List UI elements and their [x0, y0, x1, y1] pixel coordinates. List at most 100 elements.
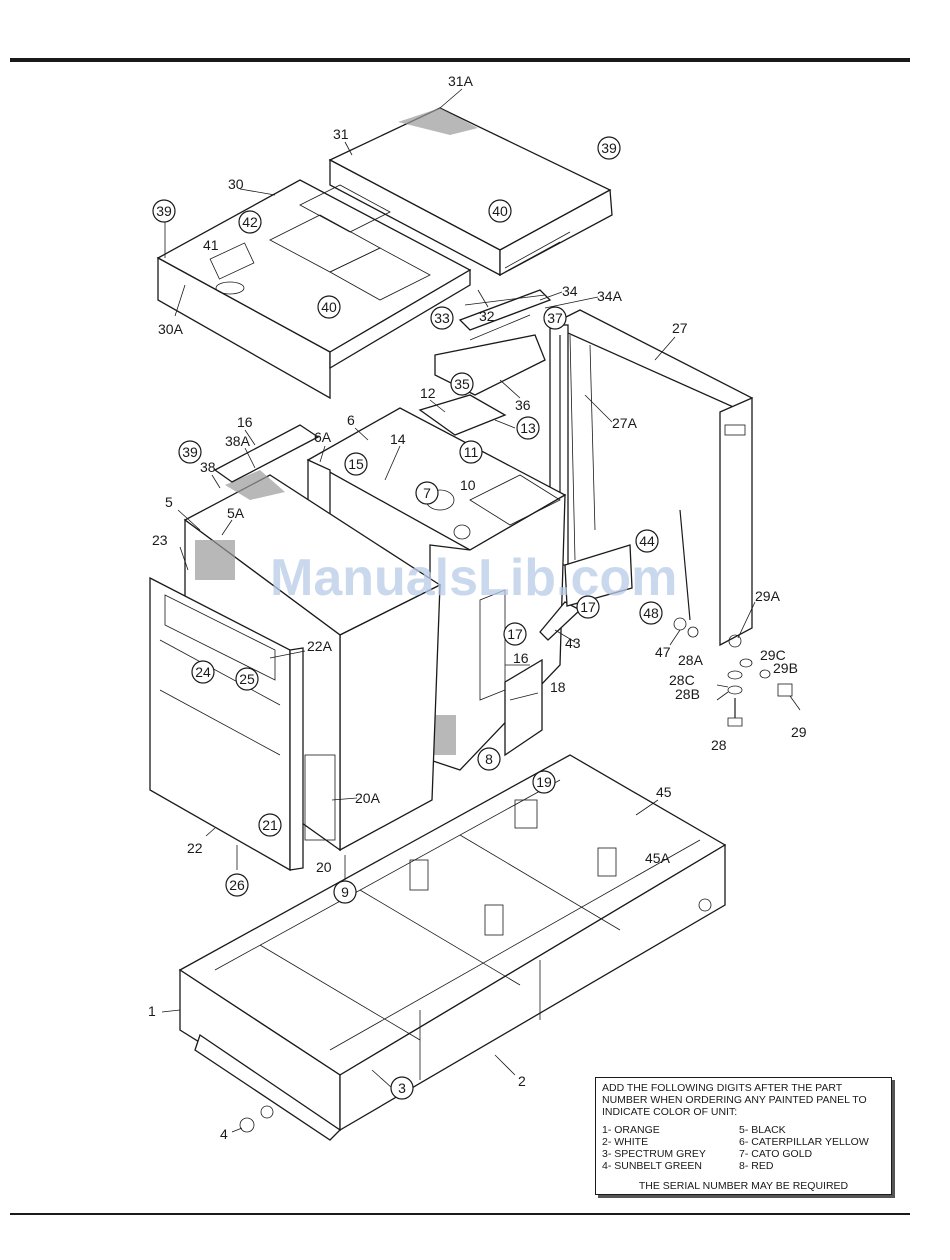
callout-circle-15: 15: [344, 452, 368, 476]
callout-circle-40-top: 40: [488, 199, 512, 223]
callout-5A: 5A: [227, 505, 245, 521]
callout-29C: 29C: [760, 647, 786, 663]
callout-14: 14: [390, 431, 406, 447]
bottom-rule: [10, 1213, 910, 1215]
callout-circle-37: 37: [543, 306, 567, 330]
drain-plug-4: [239, 1105, 274, 1133]
svg-text:13: 13: [520, 420, 536, 436]
svg-text:48: 48: [643, 605, 659, 621]
top-rule: [10, 58, 910, 62]
svg-text:17: 17: [580, 599, 596, 615]
svg-text:11: 11: [464, 444, 479, 460]
side-panel-18: [504, 544, 633, 757]
callout-43: 43: [565, 635, 581, 651]
svg-text:40: 40: [492, 203, 508, 219]
callout-12: 12: [420, 385, 436, 401]
callout-28C: 28C: [669, 672, 695, 688]
callout-10: 10: [460, 477, 476, 493]
color-code-item: 8- RED: [739, 1160, 774, 1172]
callout-20: 20: [316, 859, 332, 875]
callout-circle-8: 8: [477, 747, 501, 771]
callout-circle-24: 24: [191, 660, 215, 684]
callout-41: 41: [203, 237, 219, 253]
callout-circle-13: 13: [516, 416, 540, 440]
roof-panel-30: [156, 179, 472, 400]
callout-circle-19: 19: [532, 770, 556, 794]
callout-circle-33: 33: [430, 306, 454, 330]
callout-34: 34: [562, 283, 578, 299]
callout-27: 27: [672, 320, 688, 336]
callout-circle-21: 21: [258, 813, 282, 837]
plain-callouts: 31A 31 30 41 30A 34 34A 32 27 27A 12 14 …: [148, 73, 807, 1142]
svg-text:26: 26: [229, 877, 245, 893]
callout-20A: 20A: [355, 790, 381, 806]
callout-circle-11: 11: [459, 440, 483, 464]
callout-38A: 38A: [225, 433, 251, 449]
callout-5: 5: [165, 494, 173, 510]
callout-circle-39-left: 39: [152, 199, 176, 223]
circled-callouts: 39 39 40 42 40 33 37 35 13 11 15 7 39 44…: [152, 136, 663, 1100]
callout-circle-3: 3: [390, 1076, 414, 1100]
callout-circle-44: 44: [635, 529, 659, 553]
callout-29A: 29A: [755, 588, 781, 604]
callout-22: 22: [187, 840, 203, 856]
callout-23: 23: [152, 532, 168, 548]
callout-6A: 6A: [314, 429, 332, 445]
watermark: ManualsLib.com: [270, 549, 677, 607]
svg-text:19: 19: [536, 774, 552, 790]
svg-text:3: 3: [398, 1080, 406, 1096]
callout-18: 18: [550, 679, 566, 695]
callout-circle-40-lower: 40: [317, 295, 341, 319]
callout-circle-17-mid: 17: [503, 622, 527, 646]
svg-text:17: 17: [507, 626, 523, 642]
callout-16-mid: 16: [513, 650, 529, 666]
color-code-item: 4- SUNBELT GREEN: [602, 1160, 702, 1172]
callout-2: 2: [518, 1073, 526, 1089]
callout-circle-48: 48: [639, 601, 663, 625]
svg-text:9: 9: [341, 884, 349, 900]
callout-29B: 29B: [773, 660, 798, 676]
color-code-note: ADD THE FOLLOWING DIGITS AFTER THE PART …: [595, 1077, 892, 1195]
svg-text:21: 21: [262, 817, 278, 833]
callout-27A: 27A: [612, 415, 638, 431]
callout-4: 4: [220, 1126, 228, 1142]
svg-text:25: 25: [239, 671, 255, 687]
callout-circle-7: 7: [415, 481, 439, 505]
engine-housing: [306, 394, 567, 771]
callout-45: 45: [656, 784, 672, 800]
callout-22A: 22A: [307, 638, 333, 654]
svg-text:40: 40: [321, 299, 337, 315]
callout-30: 30: [228, 176, 244, 192]
svg-text:37: 37: [547, 310, 563, 326]
leader-lines: [161, 88, 801, 1133]
callout-32: 32: [479, 308, 495, 324]
callout-30A: 30A: [158, 321, 184, 337]
callout-circle-39-top-right: 39: [597, 136, 621, 160]
callout-47: 47: [655, 644, 671, 660]
callout-34A: 34A: [597, 288, 623, 304]
callout-28B: 28B: [675, 686, 700, 702]
serial-number-note: THE SERIAL NUMBER MAY BE REQUIRED: [638, 1180, 849, 1192]
callout-16-top: 16: [237, 414, 253, 430]
color-code-item: 5- BLACK: [739, 1124, 786, 1136]
color-code-list: 1- ORANGE 5- BLACK 2- WHITE 6- CATERPILL…: [602, 1124, 885, 1172]
callout-circle-35: 35: [450, 372, 474, 396]
callout-38: 38: [200, 459, 216, 475]
svg-text:42: 42: [242, 214, 258, 230]
svg-text:44: 44: [639, 533, 655, 549]
callout-circle-25: 25: [235, 667, 259, 691]
callout-28A: 28A: [678, 652, 704, 668]
svg-text:33: 33: [434, 310, 450, 326]
callout-circle-9: 9: [333, 880, 357, 904]
callout-36: 36: [515, 397, 531, 413]
svg-text:39: 39: [601, 140, 617, 156]
svg-text:7: 7: [423, 485, 431, 501]
callout-28: 28: [711, 737, 727, 753]
svg-text:35: 35: [454, 376, 470, 392]
callout-31A: 31A: [448, 73, 474, 89]
base-frame-1: [178, 754, 727, 1141]
svg-text:24: 24: [195, 664, 211, 680]
callout-1: 1: [148, 1003, 156, 1019]
svg-text:8: 8: [485, 751, 493, 767]
callout-circle-26: 26: [225, 873, 249, 897]
